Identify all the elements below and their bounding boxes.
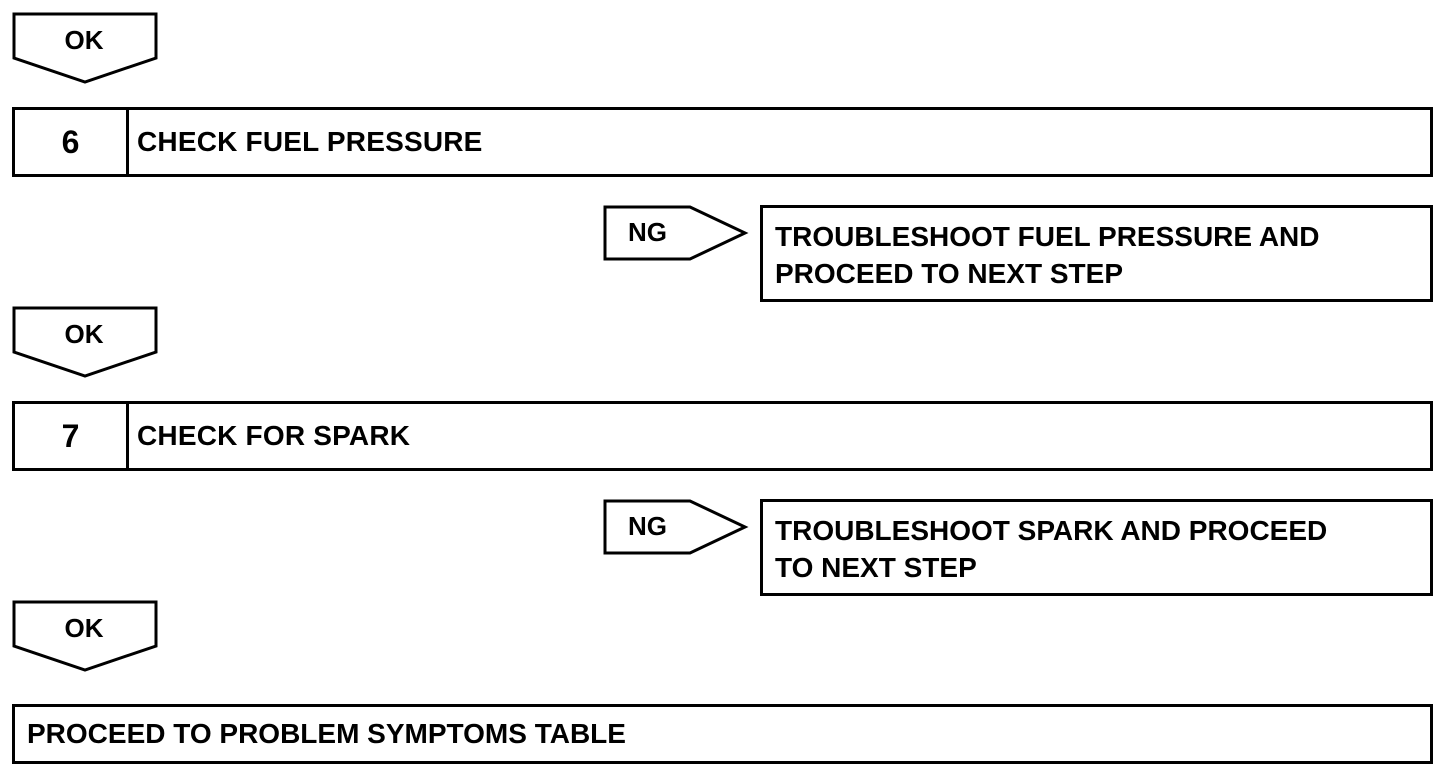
ng-result-line: TROUBLESHOOT FUEL PRESSURE AND	[775, 221, 1320, 252]
ng-arrow-shape	[603, 499, 749, 555]
ok-arrow-shape	[12, 600, 158, 672]
ok-arrow-shape	[12, 306, 158, 378]
ng-result-box: TROUBLESHOOT FUEL PRESSURE AND PROCEED T…	[760, 205, 1433, 302]
step-number: 7	[15, 404, 129, 468]
step-title: CHECK FOR SPARK	[137, 420, 411, 451]
ok-label: OK	[64, 319, 104, 349]
ok-label: OK	[64, 25, 104, 55]
final-action-text: PROCEED TO PROBLEM SYMPTOMS TABLE	[27, 718, 626, 749]
ng-result-line: TROUBLESHOOT SPARK AND PROCEED	[775, 515, 1328, 546]
ng-arrow-shape	[603, 205, 749, 261]
step-box: 6 CHECK FUEL PRESSURE	[12, 107, 1433, 177]
ng-result-line: PROCEED TO NEXT STEP	[775, 258, 1123, 289]
ng-result-box: TROUBLESHOOT SPARK AND PROCEED TO NEXT S…	[760, 499, 1433, 596]
final-action-box: PROCEED TO PROBLEM SYMPTOMS TABLE	[12, 704, 1433, 764]
ng-label: NG	[628, 511, 667, 541]
ok-arrow-shape	[12, 12, 158, 84]
ng-result-line: TO NEXT STEP	[775, 552, 977, 583]
ng-label: NG	[628, 217, 667, 247]
step-box: 7 CHECK FOR SPARK	[12, 401, 1433, 471]
ok-label: OK	[64, 613, 104, 643]
step-title: CHECK FUEL PRESSURE	[137, 126, 483, 157]
step-number: 6	[15, 110, 129, 174]
